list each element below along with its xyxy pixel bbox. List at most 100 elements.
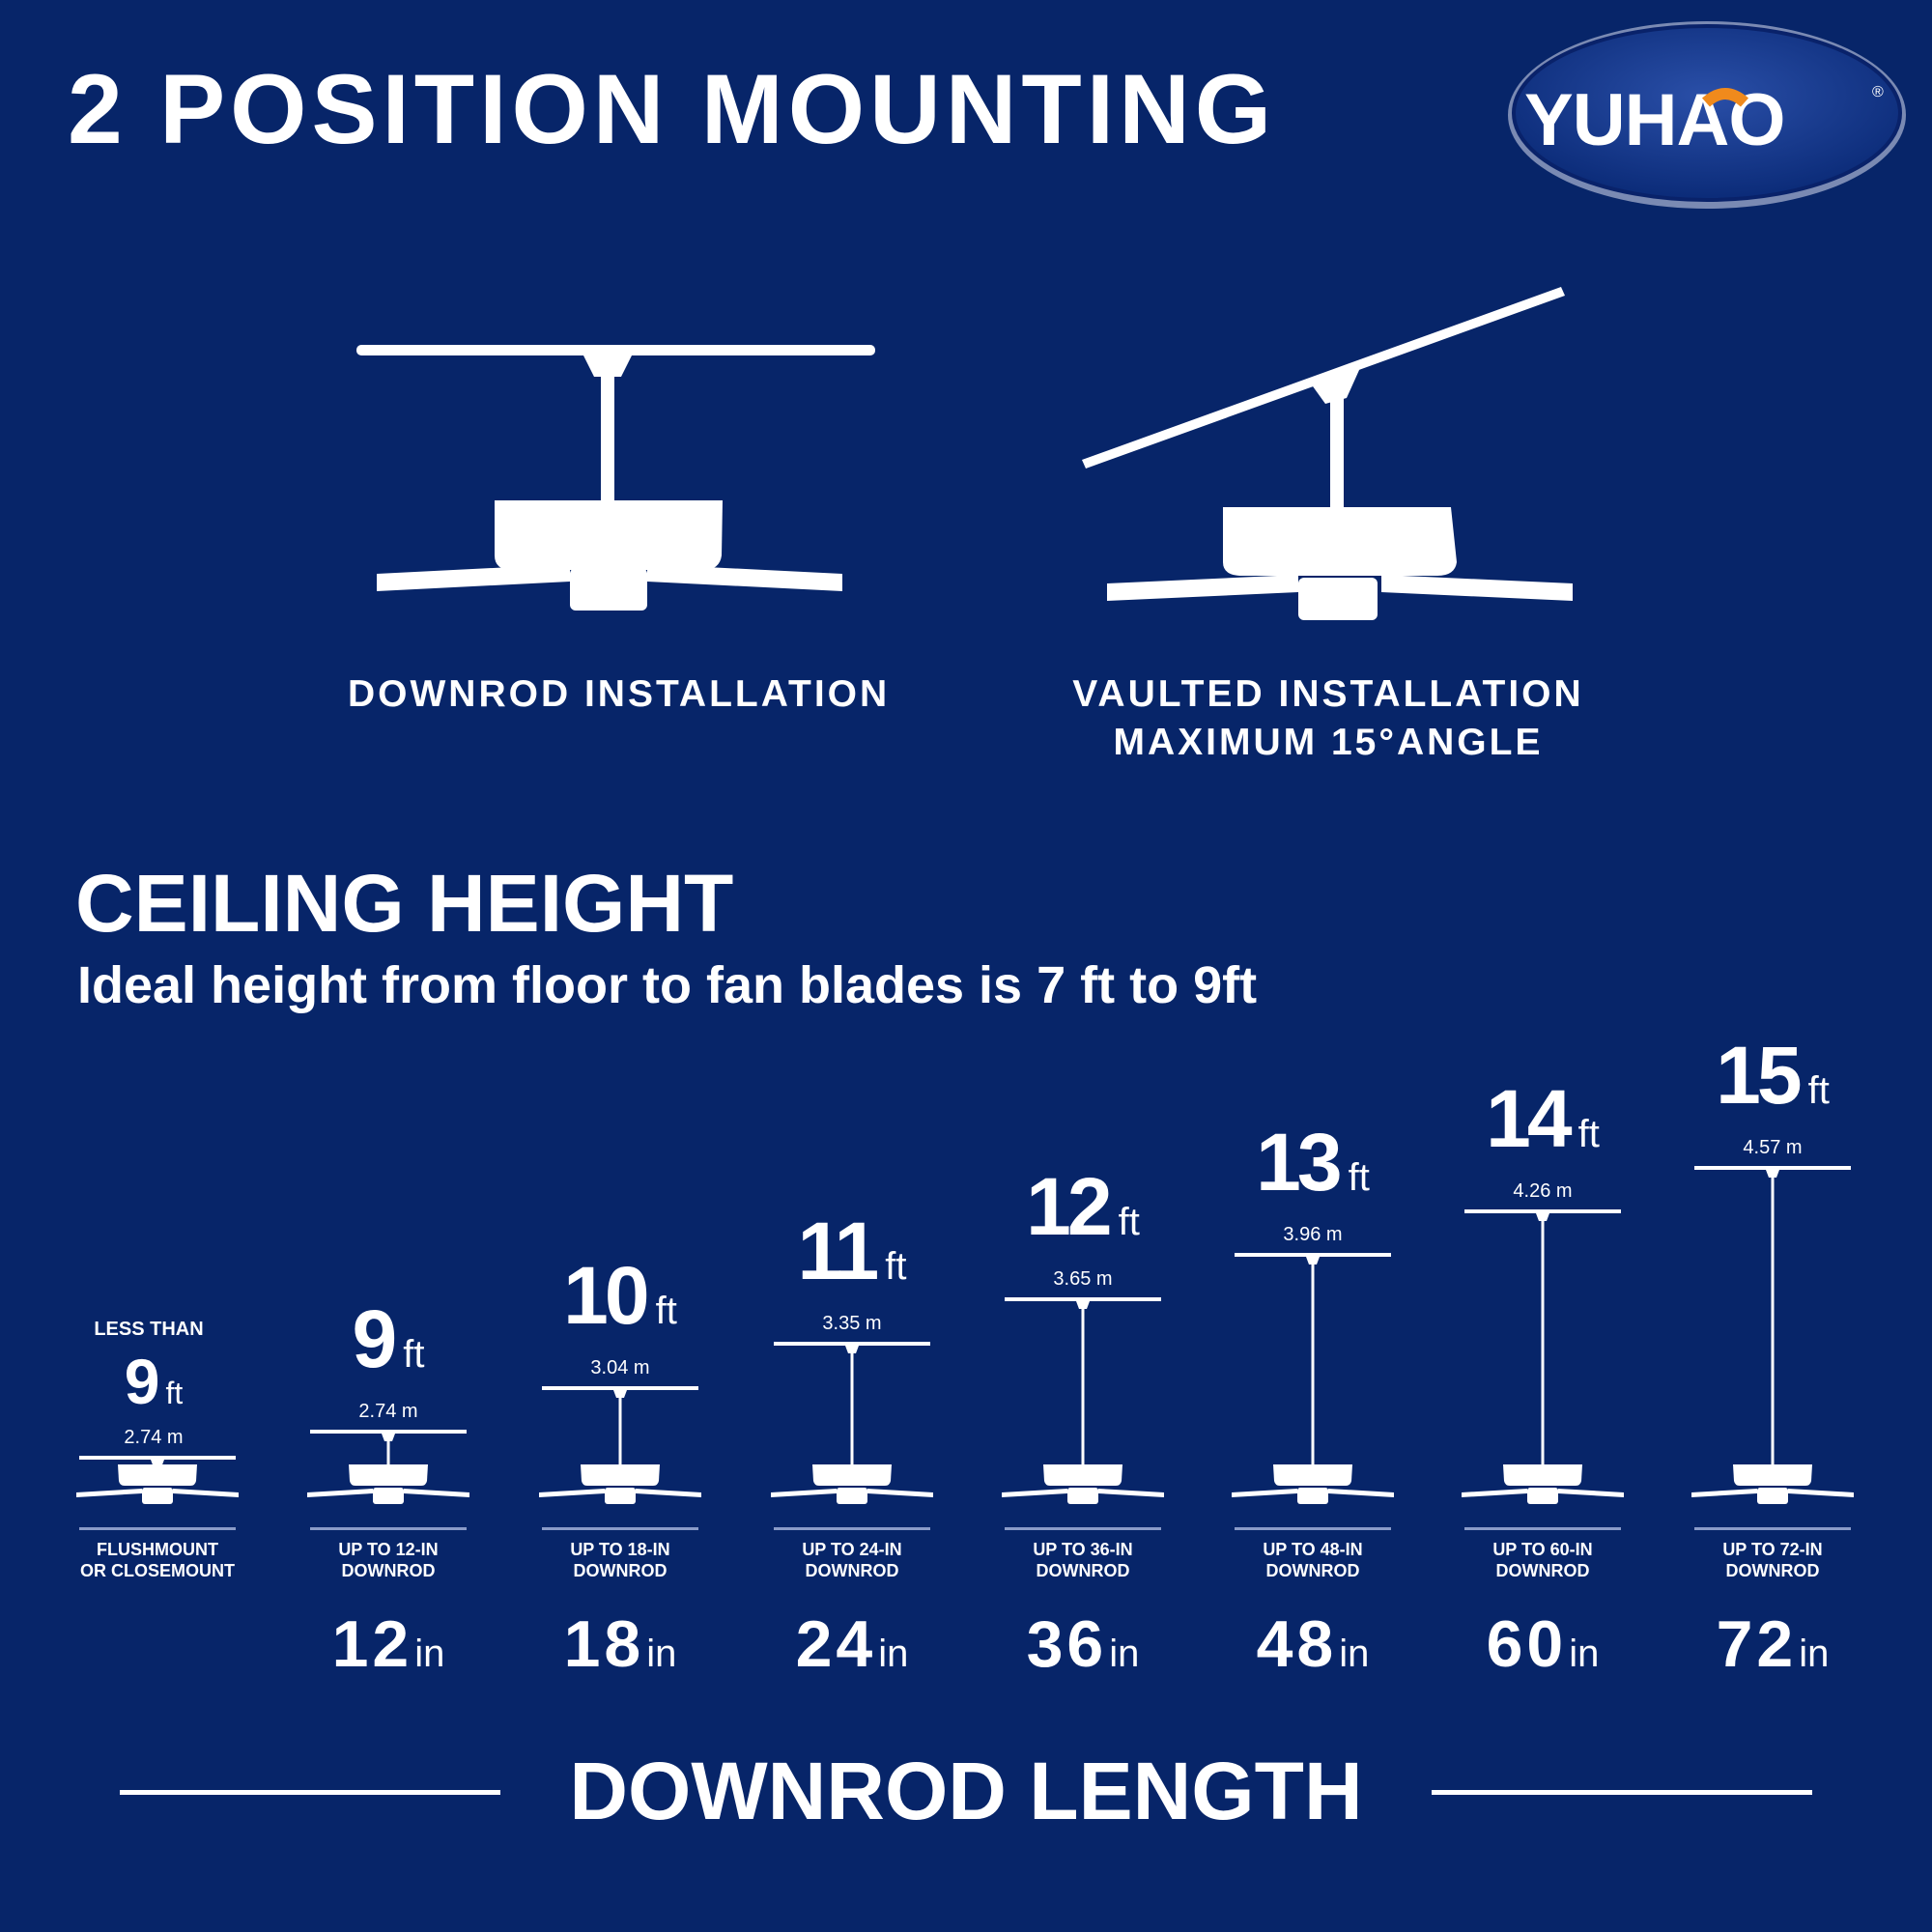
canopy (613, 1390, 627, 1398)
column-divider (1694, 1527, 1851, 1530)
feet-value: 11 (797, 1206, 879, 1296)
feet-unit: ft (1577, 1113, 1600, 1155)
fan-column-icon (1462, 1209, 1624, 1530)
downrod (1311, 1264, 1315, 1464)
column-divider (310, 1527, 467, 1530)
column-divider (1235, 1527, 1391, 1530)
feet-unit: ft (885, 1245, 907, 1288)
inches-unit: in (1109, 1633, 1140, 1675)
fan-column-icon (1691, 1166, 1854, 1530)
light-kit (837, 1488, 867, 1504)
motor-housing (118, 1464, 197, 1486)
feet-unit: ft (655, 1290, 677, 1332)
motor-housing (349, 1464, 428, 1486)
downrod-requirement-line1: UP TO 36-IN (1033, 1540, 1133, 1559)
downrod-requirement-line2: DOWNROD (1265, 1561, 1360, 1580)
ceiling-line (1005, 1297, 1161, 1301)
inches-unit: in (646, 1633, 677, 1675)
downrod-length-title: DOWNROD LENGTH (569, 1746, 1363, 1836)
logo-text: YUHAO (1524, 79, 1784, 161)
downrod-requirement-line2: OR CLOSEMOUNT (80, 1561, 235, 1580)
feet-unit: ft (1348, 1156, 1370, 1199)
ceiling-line (1464, 1209, 1621, 1213)
inches-unit: in (1569, 1633, 1600, 1675)
inches-value: 24 (795, 1607, 877, 1681)
ceiling-height-title: CEILING HEIGHT (75, 858, 734, 949)
vaulted-installation-line2: MAXIMUM 15°ANGLE (1113, 722, 1544, 763)
fan-column-icon (307, 1430, 469, 1530)
motor-housing (1273, 1464, 1352, 1486)
downrod-requirement-label: UP TO 24-IN DOWNROD (770, 1539, 934, 1581)
fan-blade-left (1691, 1489, 1757, 1497)
fan-blade-right (636, 1489, 701, 1497)
ceiling-line (1235, 1253, 1391, 1257)
downrod-length-inches: 24in (765, 1611, 939, 1677)
downrod-requirement-label: UP TO 48-IN DOWNROD (1231, 1539, 1395, 1581)
fan-blade-right (1098, 1489, 1164, 1497)
feet-unit: ft (165, 1376, 184, 1410)
vaulted-installation-line1: VAULTED INSTALLATION (1072, 673, 1584, 715)
fan-column-icon (1232, 1253, 1394, 1530)
inches-value: 72 (1716, 1607, 1798, 1681)
downrod-requirement-line1: UP TO 72-IN (1722, 1540, 1823, 1559)
ceiling-height-meters: 2.74 m (124, 1427, 184, 1448)
motor-housing (812, 1464, 892, 1486)
downrod-length-inches: 12in (301, 1611, 475, 1677)
downrod-length-inches: 48in (1226, 1611, 1400, 1677)
downrod-requirement-line1: UP TO 12-IN (338, 1540, 439, 1559)
right-divider-line (1432, 1790, 1812, 1795)
ceiling-height-subtitle: Ideal height from floor to fan blades is… (77, 956, 1258, 1014)
downrod-requirement-line1: UP TO 60-IN (1492, 1540, 1593, 1559)
downrod-requirement-line2: DOWNROD (573, 1561, 668, 1580)
vaulted-installation-label: VAULTED INSTALLATION MAXIMUM 15°ANGLE (1063, 670, 1594, 767)
light-kit (1527, 1488, 1558, 1504)
downrod-length-inches: 60in (1456, 1611, 1630, 1677)
downrod-requirement-line1: UP TO 48-IN (1263, 1540, 1363, 1559)
downrod (1081, 1309, 1085, 1464)
motor-housing (1733, 1464, 1812, 1486)
column-divider (1464, 1527, 1621, 1530)
ceiling-height-meters: 4.57 m (1743, 1137, 1803, 1158)
ceiling-height-meters: 2.74 m (358, 1401, 418, 1422)
canopy (1766, 1170, 1779, 1178)
light-kit (1297, 1488, 1328, 1504)
fan-column-icon (771, 1342, 933, 1530)
less-than-label: LESS THAN (94, 1319, 204, 1340)
downrod (618, 1398, 622, 1464)
inches-value: 48 (1256, 1607, 1338, 1681)
inches-value: 18 (563, 1607, 645, 1681)
inches-unit: in (414, 1633, 445, 1675)
fan-column-icon (76, 1456, 239, 1530)
ceiling-height-meters: 3.96 m (1283, 1224, 1343, 1245)
canopy (1536, 1213, 1549, 1221)
downrod-installation-line1: DOWNROD INSTALLATION (348, 673, 891, 715)
downrod-requirement-line1: UP TO 24-IN (802, 1540, 902, 1559)
feet-unit: ft (403, 1333, 425, 1376)
feet-value: 13 (1256, 1117, 1342, 1208)
ceiling-line (310, 1430, 467, 1434)
motor-housing (581, 1464, 660, 1486)
fan-blade-left (1462, 1489, 1527, 1497)
light-kit (373, 1488, 404, 1504)
fan-blade-right (867, 1489, 933, 1497)
light-kit (1757, 1488, 1788, 1504)
inches-value: 60 (1486, 1607, 1568, 1681)
feet-value: 9 (124, 1346, 160, 1417)
inches-unit: in (1799, 1633, 1830, 1675)
ceiling-height-meters: 3.65 m (1053, 1268, 1113, 1290)
downrod-requirement-line2: DOWNROD (805, 1561, 899, 1580)
inches-value: 36 (1026, 1607, 1108, 1681)
ceiling-line (1694, 1166, 1851, 1170)
light-kit (1067, 1488, 1098, 1504)
downrod-requirement-line2: DOWNROD (1725, 1561, 1820, 1580)
fan-blade-left (1002, 1489, 1067, 1497)
